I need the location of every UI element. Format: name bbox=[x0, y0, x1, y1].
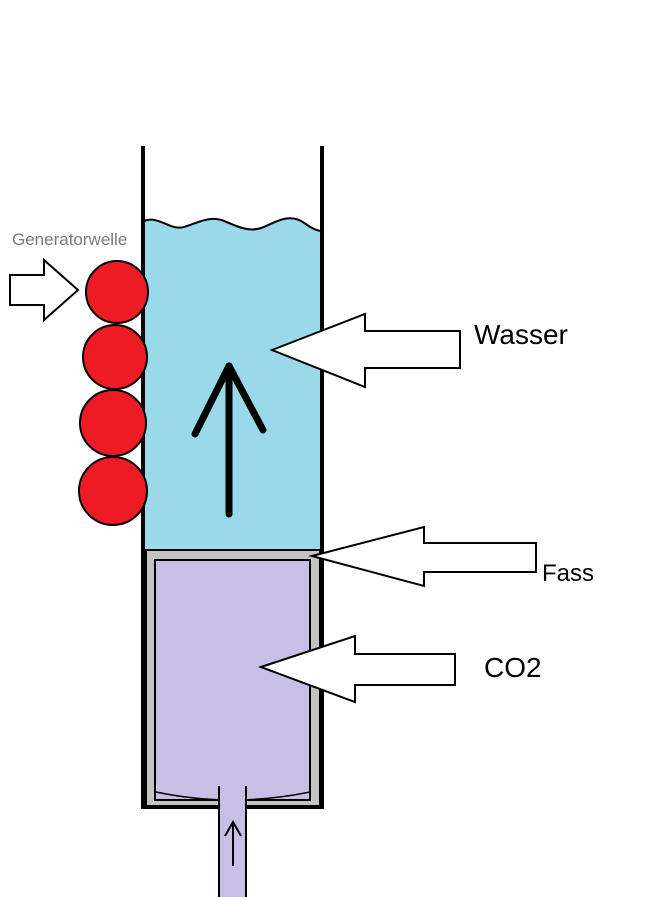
barrel-label: Fass bbox=[542, 560, 594, 587]
co2-label: CO2 bbox=[484, 652, 542, 683]
roller-circle-icon bbox=[78, 456, 148, 526]
generator-rollers bbox=[78, 260, 149, 526]
roller-circle-icon bbox=[82, 324, 148, 390]
co2-inlet-pipe bbox=[218, 786, 247, 897]
water-label: Wasser bbox=[474, 319, 568, 350]
water-pointer-arrow-icon bbox=[269, 312, 461, 389]
barrel-pointer-arrow-icon bbox=[308, 525, 537, 588]
generator-shaft-label: Generatorwelle bbox=[12, 230, 127, 249]
inlet-up-arrow-icon bbox=[224, 819, 242, 866]
co2-pointer-arrow-icon bbox=[257, 634, 456, 704]
roller-circle-icon bbox=[85, 260, 149, 324]
water-surface-fill bbox=[144, 219, 322, 236]
barrel-inner-co2 bbox=[154, 559, 311, 801]
up-arrow-icon bbox=[191, 362, 267, 518]
water-body bbox=[144, 230, 322, 550]
roller-circle-icon bbox=[79, 389, 147, 457]
generator-pointer-arrow-icon bbox=[9, 257, 80, 323]
